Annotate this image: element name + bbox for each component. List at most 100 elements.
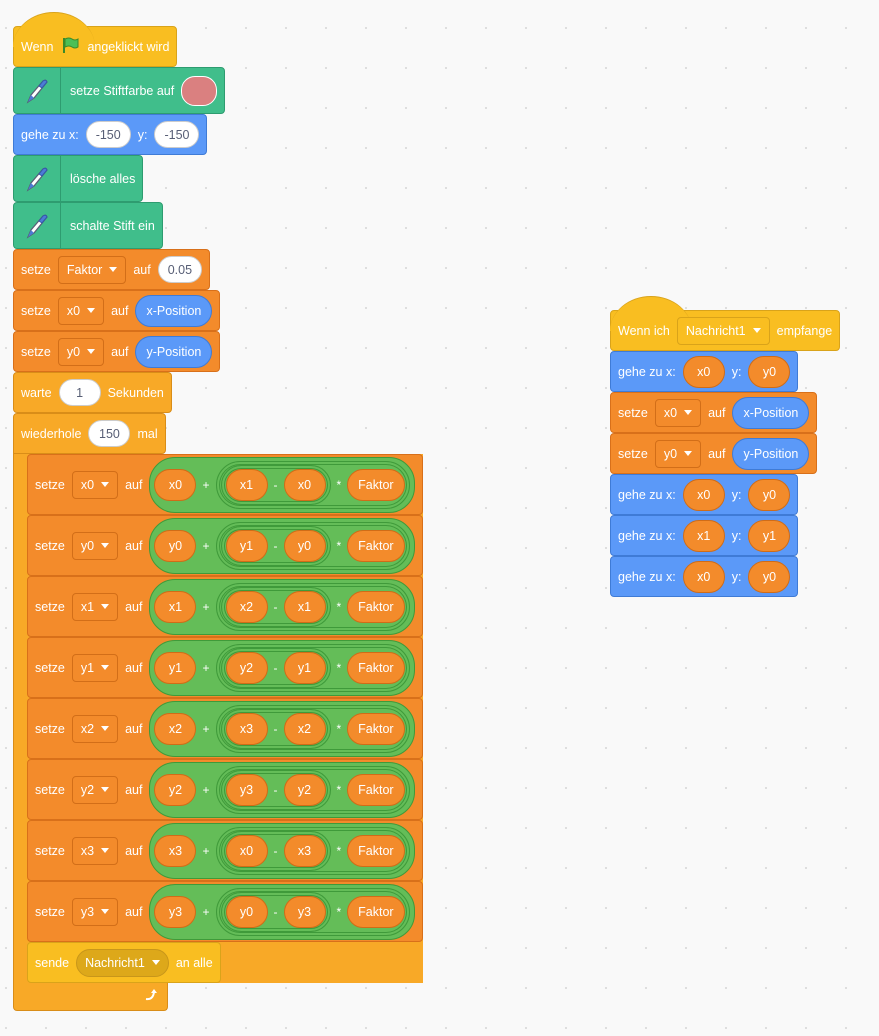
variable-reporter[interactable]: x2	[283, 712, 326, 745]
variable-dropdown[interactable]: x0	[71, 470, 119, 499]
variable-reporter[interactable]: Faktor	[347, 651, 405, 684]
variable-reporter[interactable]: Faktor	[347, 590, 405, 623]
variable-reporter[interactable]: x1	[283, 590, 326, 623]
number-input[interactable]: 0.05	[157, 256, 203, 283]
variable-reporter[interactable]: x2	[225, 590, 268, 623]
variable-reporter[interactable]: y2	[225, 651, 268, 684]
variable-reporter[interactable]: Faktor	[347, 529, 405, 562]
variable-reporter[interactable]: y0	[748, 478, 791, 511]
variable-reporter[interactable]: y0	[748, 560, 791, 593]
operator-subtract[interactable]: x1-x0	[220, 464, 331, 505]
operator-subtract[interactable]: y1-y0	[220, 525, 331, 566]
variable-reporter[interactable]: y2	[283, 773, 326, 806]
pen-color-swatch[interactable]	[181, 75, 218, 106]
number-input[interactable]: -150	[85, 121, 131, 148]
operator-add[interactable]: x0+x1-x0*Faktor	[149, 456, 415, 513]
operator-subtract[interactable]: x2-x1	[220, 586, 331, 627]
variable-reporter[interactable]: y3	[225, 773, 268, 806]
variable-reporter[interactable]: Faktor	[347, 895, 405, 928]
variable-reporter[interactable]: x3	[225, 712, 268, 745]
sensing-reporter[interactable]: x-Position	[732, 396, 810, 429]
variable-reporter[interactable]: x0	[154, 468, 197, 501]
operator-multiply[interactable]: x1-x0*Faktor	[215, 460, 410, 509]
operator-add[interactable]: x1+x2-x1*Faktor	[149, 578, 415, 635]
variable-reporter[interactable]: y3	[283, 895, 326, 928]
variable-reporter[interactable]: Faktor	[347, 468, 405, 501]
variable-reporter[interactable]: y1	[225, 529, 268, 562]
variable-reporter[interactable]: y2	[154, 773, 197, 806]
variable-dropdown[interactable]: y2	[71, 775, 119, 804]
variable-reporter[interactable]: x0	[682, 478, 725, 511]
operator-multiply[interactable]: x0-x3*Faktor	[215, 826, 410, 875]
variable-reporter[interactable]: Faktor	[347, 773, 405, 806]
operator-subtract[interactable]: y3-y2	[220, 769, 331, 810]
variable-dropdown[interactable]: Faktor	[57, 255, 127, 284]
variable-reporter[interactable]: x0	[283, 468, 326, 501]
operator-add[interactable]: y3+y0-y3*Faktor	[149, 883, 415, 940]
variable-dropdown[interactable]: x0	[654, 398, 702, 427]
variable-reporter[interactable]: x2	[154, 712, 197, 745]
variable-dropdown[interactable]: x1	[71, 592, 119, 621]
operator-add[interactable]: y2+y3-y2*Faktor	[149, 761, 415, 818]
message-dropdown[interactable]: Nachricht1	[76, 948, 169, 977]
number-input[interactable]: 150	[88, 420, 131, 447]
operator-multiply[interactable]: y3-y2*Faktor	[215, 765, 410, 814]
operator-multiply[interactable]: x2-x1*Faktor	[215, 582, 410, 631]
variable-reporter[interactable]: x0	[682, 560, 725, 593]
pen-block[interactable]: schalte Stift ein	[13, 202, 163, 249]
variable-dropdown[interactable]: x3	[71, 836, 119, 865]
sensing-reporter[interactable]: x-Position	[135, 294, 213, 327]
operator-subtract[interactable]: y0-y3	[220, 891, 331, 932]
operator-add[interactable]: y1+y2-y1*Faktor	[149, 639, 415, 696]
variable-reporter[interactable]: y0	[283, 529, 326, 562]
operator-multiply[interactable]: x3-x2*Faktor	[215, 704, 410, 753]
variable-reporter[interactable]: x0	[682, 355, 725, 388]
variable-dropdown[interactable]: y1	[71, 653, 119, 682]
variable-dropdown[interactable]: y0	[71, 531, 119, 560]
operator-add[interactable]: x3+x0-x3*Faktor	[149, 822, 415, 879]
operator-add[interactable]: x2+x3-x2*Faktor	[149, 700, 415, 757]
number-input[interactable]: 1	[58, 379, 101, 406]
variable-reporter[interactable]: y0	[748, 355, 791, 388]
variable-reporter[interactable]: Faktor	[347, 834, 405, 867]
variable-dropdown[interactable]: y3	[71, 897, 119, 926]
operator-multiply[interactable]: y1-y0*Faktor	[215, 521, 410, 570]
operator-subtract[interactable]: x0-x3	[220, 830, 331, 871]
variable-reporter[interactable]: y1	[283, 651, 326, 684]
variable-reporter[interactable]: x3	[283, 834, 326, 867]
variable-reporter[interactable]: x1	[154, 590, 197, 623]
message-dropdown[interactable]: Nachricht1	[676, 316, 770, 345]
variable-dropdown[interactable]: x2	[71, 714, 119, 743]
variable-dropdown[interactable]: y0	[654, 439, 702, 468]
variable-reporter[interactable]: x3	[154, 834, 197, 867]
operator-subtract[interactable]: y2-y1	[220, 647, 331, 688]
variable-reporter[interactable]: y0	[225, 895, 268, 928]
operator-multiply[interactable]: y2-y1*Faktor	[215, 643, 410, 692]
variable-reporter[interactable]: x1	[225, 468, 268, 501]
pen-block[interactable]: setze Stiftfarbe auf	[13, 67, 226, 114]
